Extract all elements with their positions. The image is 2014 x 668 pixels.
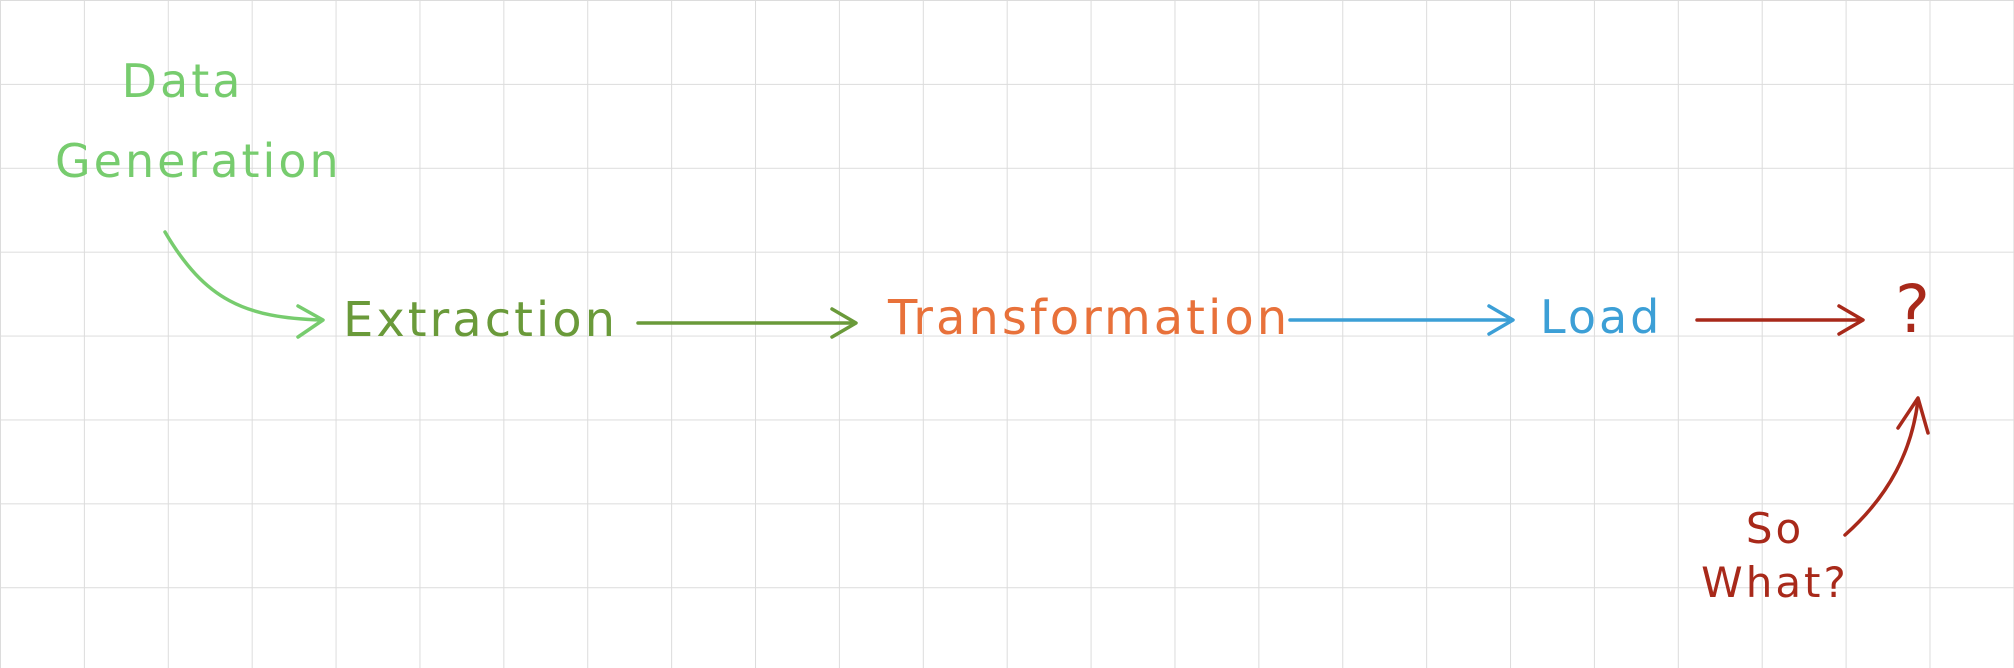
so-what-label-line2: What? (1701, 558, 1849, 607)
data-generation-label: Data Generation (55, 54, 342, 188)
arrow-data-generation-to-extraction (163, 230, 325, 339)
load-label: Load (1540, 290, 1663, 344)
arrow-so-what-to-question (1843, 396, 1930, 537)
arrow-extraction-to-transformation (636, 307, 858, 339)
extraction-label: Extraction (343, 292, 619, 348)
so-what-label-line1: So (1745, 504, 1805, 553)
arrow-transformation-to-load (1288, 304, 1515, 336)
transformation-label: Transformation (888, 290, 1291, 346)
so-what-label: So What? (1690, 508, 1860, 604)
question-mark-label: ? (1895, 271, 1931, 348)
data-generation-label-line2: Generation (55, 134, 342, 188)
arrow-load-to-question (1695, 304, 1865, 336)
data-generation-label-line1: Data (121, 54, 244, 108)
